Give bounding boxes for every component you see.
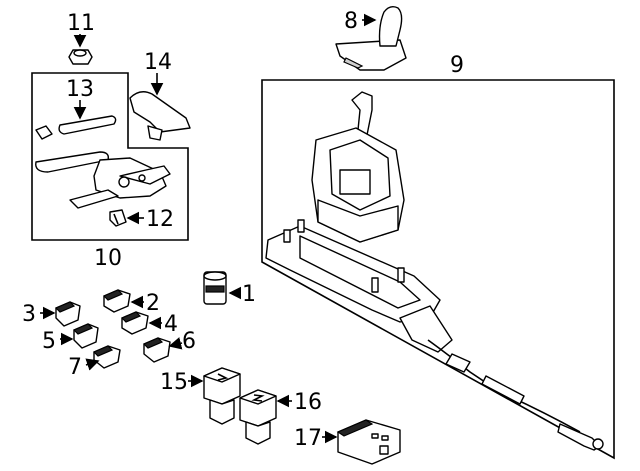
callout-11: 11 — [67, 11, 95, 36]
part-6-button — [142, 337, 171, 363]
callout-16: 16 — [294, 390, 322, 415]
part-13-grip — [35, 115, 117, 140]
part-5-button — [72, 323, 99, 349]
group-9-frame — [261, 79, 615, 460]
callout-2: 2 — [146, 291, 160, 316]
part-16-switch — [239, 389, 277, 445]
callout-7: 7 — [68, 355, 82, 380]
part-11-nut — [68, 49, 93, 65]
callout-1: 1 — [242, 282, 256, 307]
callout-13: 13 — [66, 77, 94, 102]
part-3-button — [54, 301, 81, 327]
part-10-brake-lever — [35, 151, 171, 209]
group-10-frame — [31, 72, 189, 241]
callout-17: 17 — [294, 426, 322, 451]
callout-3: 3 — [22, 302, 36, 327]
part-15-switch — [203, 367, 241, 425]
part-14-cover — [129, 91, 191, 141]
callout-5: 5 — [42, 329, 56, 354]
part-7-button — [92, 345, 121, 369]
part-2-button — [102, 289, 131, 313]
part-9-shifter-assembly — [265, 91, 604, 451]
callout-8: 8 — [344, 9, 358, 34]
part-17-module — [336, 419, 401, 465]
callout-4: 4 — [164, 312, 178, 337]
callout-10: 10 — [94, 246, 122, 271]
part-8-shift-knob — [335, 5, 407, 71]
part-1-switch — [203, 271, 227, 305]
callout-15: 15 — [160, 370, 188, 395]
part-12-bracket — [109, 209, 127, 227]
callout-12: 12 — [146, 207, 174, 232]
callout-6: 6 — [182, 329, 196, 354]
part-4-button — [120, 311, 149, 335]
callout-9: 9 — [450, 53, 464, 78]
callout-14: 14 — [144, 50, 172, 75]
